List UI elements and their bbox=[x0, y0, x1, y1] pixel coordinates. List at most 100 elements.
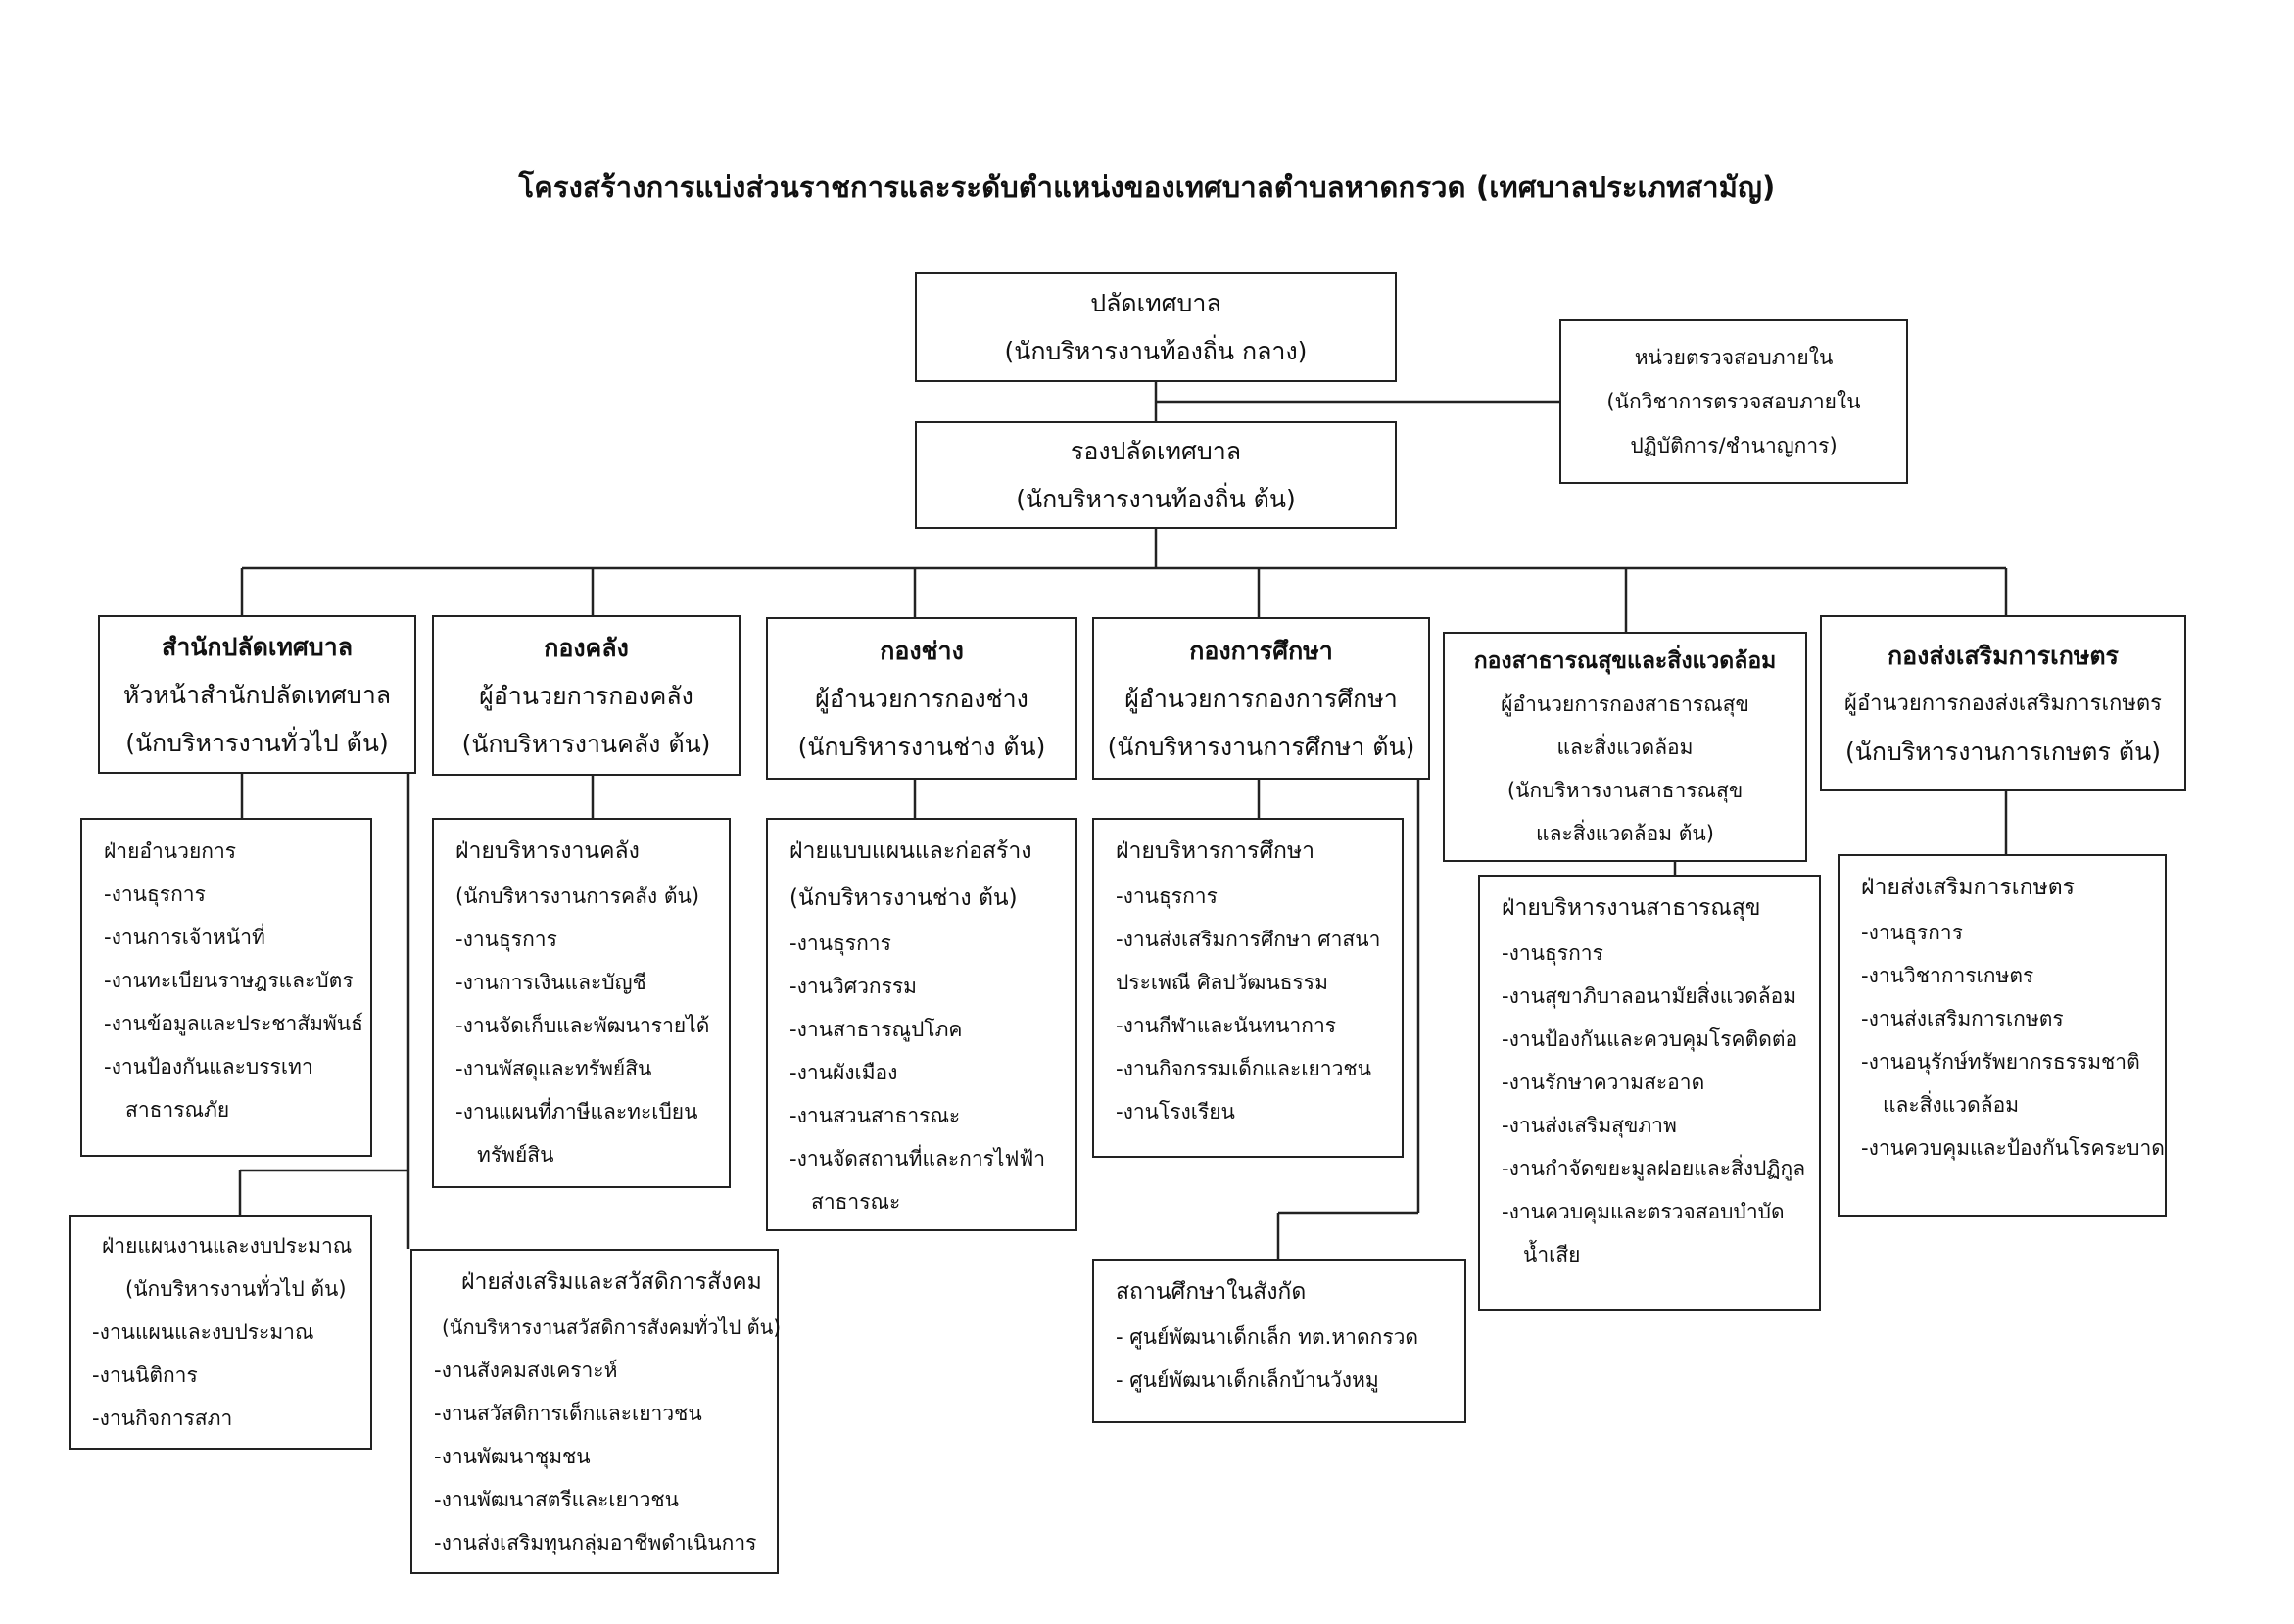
task-item: -งานวิศวกรรม bbox=[789, 975, 918, 998]
task-item: -งานป้องกันและควบคุมโรคติดต่อ bbox=[1502, 1027, 1798, 1051]
deputy-clerk-box: รองปลัดเทศบาล (นักบริหารงานท้องถิ่น ต้น) bbox=[915, 421, 1397, 529]
task-item: -งานโรงเรียน bbox=[1116, 1100, 1235, 1123]
task-item: -งานส่งเสริมสุขภาพ bbox=[1502, 1114, 1677, 1137]
clerk-rank: (นักบริหารงานท้องถิ่น กลาง) bbox=[1004, 337, 1308, 365]
deputy-title: รองปลัดเทศบาล bbox=[1070, 437, 1242, 465]
task-item: -งานแผนที่ภาษีและทะเบียน bbox=[455, 1100, 698, 1123]
task-item: -งานสุขาภิบาลอนามัยสิ่งแวดล้อม bbox=[1502, 984, 1797, 1008]
task-item: -งานวิชาการเกษตร bbox=[1861, 964, 2034, 987]
task-item: -งานการเจ้าหน้าที่ bbox=[104, 926, 265, 949]
task-item: -งานธุรการ bbox=[1116, 884, 1218, 908]
division-line: ผู้อำนวยการกองการศึกษา bbox=[1124, 684, 1398, 713]
task-item: -งานทะเบียนราษฎรและบัตร bbox=[104, 969, 354, 992]
task-item: - ศูนย์พัฒนาเด็กเล็ก ทต.หาดกรวด bbox=[1116, 1325, 1419, 1349]
section-head: ฝ่ายส่งเสริมการเกษตร bbox=[1861, 875, 2075, 900]
task-item: -งานอนุรักษ์ทรัพยากรธรรมชาติ bbox=[1861, 1050, 2140, 1074]
deputy-rank: (นักบริหารงานท้องถิ่น ต้น) bbox=[1016, 485, 1296, 513]
task-item: -งานกิจการสภา bbox=[92, 1407, 233, 1430]
task-item: -งานกำจัดขยะมูลฝอยและสิ่งปฏิกูล bbox=[1502, 1157, 1806, 1180]
section-head: ฝ่ายบริหารการศึกษา bbox=[1116, 838, 1315, 864]
task-item: -งานธุรการ bbox=[1502, 941, 1603, 965]
division-line: ผู้อำนวยการกองช่าง bbox=[815, 684, 1028, 713]
task-item: -งานสาธารณูปโภค bbox=[789, 1018, 963, 1041]
task-item: - ศูนย์พัฒนาเด็กเล็กบ้านวังหมู bbox=[1116, 1368, 1379, 1392]
task-item: -งานธุรการ bbox=[1861, 921, 1963, 944]
section-finance: ฝ่ายบริหารงานคลัง (นักบริหารงานการคลัง ต… bbox=[432, 818, 731, 1188]
task-item: -งานนิติการ bbox=[92, 1363, 198, 1387]
task-item: -งานพัฒนาชุมชน bbox=[434, 1445, 591, 1468]
task-item: -งานธุรการ bbox=[789, 931, 891, 955]
task-item: -งานป้องกันและบรรเทา bbox=[104, 1055, 313, 1078]
division-line: หัวหน้าสำนักปลัดเทศบาล bbox=[122, 680, 392, 709]
section-schools: สถานศึกษาในสังกัด - ศูนย์พัฒนาเด็กเล็ก ท… bbox=[1092, 1259, 1466, 1423]
division-public-works: กองช่าง ผู้อำนวยการกองช่าง (นักบริหารงาน… bbox=[766, 617, 1077, 780]
task-item: -งานส่งเสริมทุนกลุ่มอาชีพดำเนินการ bbox=[434, 1531, 757, 1554]
task-item: -งานควบคุมและตรวจสอบบำบัด bbox=[1502, 1200, 1785, 1223]
section-head: ฝ่ายบริหารงานคลัง bbox=[455, 838, 640, 864]
task-item: -งานธุรการ bbox=[104, 883, 206, 906]
division-line: ผู้อำนวยการกองสาธารณสุข bbox=[1501, 692, 1749, 716]
task-item: -งานสังคมสงเคราะห์ bbox=[434, 1359, 618, 1382]
task-item: -งานควบคุมและป้องกันโรคระบาด bbox=[1861, 1136, 2165, 1160]
division-line: ผู้อำนวยการกองส่งเสริมการเกษตร bbox=[1844, 691, 2162, 716]
section-rank: (นักบริหารงานการคลัง ต้น) bbox=[455, 884, 700, 908]
task-item: -งานจัดเก็บและพัฒนารายได้ bbox=[455, 1014, 710, 1037]
division-agriculture: กองส่งเสริมการเกษตร ผู้อำนวยการกองส่งเสร… bbox=[1820, 615, 2186, 791]
section-head: สถานศึกษาในสังกัด bbox=[1116, 1279, 1307, 1305]
task-item: -งานกีฬาและนันทนาการ bbox=[1116, 1014, 1337, 1037]
section-education: ฝ่ายบริหารการศึกษา -งานธุรการ -งานส่งเสร… bbox=[1092, 818, 1404, 1158]
division-line: (นักบริหารงานคลัง ต้น) bbox=[461, 729, 711, 758]
audit-rank-1: (นักวิชาการตรวจสอบภายใน bbox=[1606, 389, 1861, 413]
task-item: สาธารณะ bbox=[811, 1190, 901, 1214]
municipal-clerk-box: ปลัดเทศบาล (นักบริหารงานท้องถิ่น กลาง) bbox=[915, 272, 1397, 382]
section-head: ฝ่ายแบบแผนและก่อสร้าง bbox=[789, 838, 1032, 864]
task-item: -งานกิจกรรมเด็กและเยาวชน bbox=[1116, 1057, 1372, 1080]
section-rank: (นักบริหารงานช่าง ต้น) bbox=[789, 885, 1018, 911]
internal-audit-box: หน่วยตรวจสอบภายใน (นักวิชาการตรวจสอบภายใ… bbox=[1559, 319, 1908, 484]
division-education: กองการศึกษา ผู้อำนวยการกองการศึกษา (นักบ… bbox=[1092, 617, 1430, 780]
task-item: และสิ่งแวดล้อม bbox=[1883, 1093, 2020, 1117]
division-line: ผู้อำนวยการกองคลัง bbox=[479, 681, 693, 710]
task-item: -งานพัสดุและทรัพย์สิน bbox=[455, 1057, 652, 1080]
task-item: สาธารณภัย bbox=[125, 1098, 230, 1122]
task-item: -งานสวนสาธารณะ bbox=[789, 1104, 961, 1127]
audit-rank-2: ปฏิบัติการ/ชำนาญการ) bbox=[1630, 433, 1838, 457]
section-head: ฝ่ายส่งเสริมและสวัสดิการสังคม bbox=[461, 1269, 762, 1295]
section-works: ฝ่ายแบบแผนและก่อสร้าง (นักบริหารงานช่าง … bbox=[766, 818, 1077, 1231]
section-head: ฝ่ายอำนวยการ bbox=[104, 839, 237, 863]
section-rank: (นักบริหารงานสวัสดิการสังคมทั่วไป ต้น) bbox=[442, 1315, 782, 1339]
division-office-of-clerk: สำนักปลัดเทศบาล หัวหน้าสำนักปลัดเทศบาล (… bbox=[98, 615, 416, 774]
division-line: (นักบริหารงานการศึกษา ต้น) bbox=[1107, 732, 1415, 761]
section-health: ฝ่ายบริหารงานสาธารณสุข -งานธุรการ -งานสุ… bbox=[1478, 875, 1821, 1311]
section-head: ฝ่ายแผนงานและงบประมาณ bbox=[102, 1234, 353, 1258]
task-item: ทรัพย์สิน bbox=[477, 1143, 554, 1167]
chart-title: โครงสร้างการแบ่งส่วนราชการและระดับตำแหน่… bbox=[518, 170, 1776, 204]
section-agriculture: ฝ่ายส่งเสริมการเกษตร -งานธุรการ -งานวิชา… bbox=[1838, 854, 2167, 1217]
section-head: ฝ่ายบริหารงานสาธารณสุข bbox=[1502, 895, 1761, 921]
task-item: -งานส่งเสริมการศึกษา ศาสนา bbox=[1116, 928, 1381, 951]
division-line: (นักบริหารงานช่าง ต้น) bbox=[797, 732, 1046, 761]
division-line: (นักบริหารงานการเกษตร ต้น) bbox=[1844, 737, 2161, 766]
division-finance: กองคลัง ผู้อำนวยการกองคลัง (นักบริหารงาน… bbox=[432, 615, 741, 776]
division-line: (นักบริหารงานทั่วไป ต้น) bbox=[125, 728, 389, 757]
section-plan-budget: ฝ่ายแผนงานและงบประมาณ (นักบริหารงานทั่วไ… bbox=[69, 1215, 372, 1450]
clerk-title: ปลัดเทศบาล bbox=[1090, 289, 1221, 317]
division-head: กองสาธารณสุขและสิ่งแวดล้อม bbox=[1473, 647, 1777, 674]
task-item: -งานรักษาความสะอาด bbox=[1502, 1071, 1705, 1094]
task-item: -งานสวัสดิการเด็กและเยาวชน bbox=[434, 1402, 702, 1425]
division-line: (นักบริหารงานสาธารณสุข bbox=[1506, 778, 1744, 802]
task-item: -งานธุรการ bbox=[455, 928, 557, 951]
division-line: และสิ่งแวดล้อม ต้น) bbox=[1536, 821, 1714, 845]
division-head: สำนักปลัดเทศบาล bbox=[161, 632, 354, 661]
division-head: กองคลัง bbox=[544, 633, 629, 662]
division-head: กองการศึกษา bbox=[1189, 636, 1333, 665]
task-item: -งานจัดสถานที่และการไฟฟ้า bbox=[789, 1147, 1046, 1170]
task-item: -งานพัฒนาสตรีและเยาวชน bbox=[434, 1488, 680, 1511]
audit-title: หน่วยตรวจสอบภายใน bbox=[1634, 345, 1834, 369]
division-public-health: กองสาธารณสุขและสิ่งแวดล้อม ผู้อำนวยการกอ… bbox=[1443, 632, 1807, 862]
task-item: -งานแผนและงบประมาณ bbox=[92, 1320, 314, 1344]
task-item: -งานส่งเสริมการเกษตร bbox=[1861, 1007, 2064, 1030]
task-item: -งานการเงินและบัญชี bbox=[455, 971, 646, 994]
task-item: -งานข้อมูลและประชาสัมพันธ์ bbox=[104, 1012, 363, 1035]
